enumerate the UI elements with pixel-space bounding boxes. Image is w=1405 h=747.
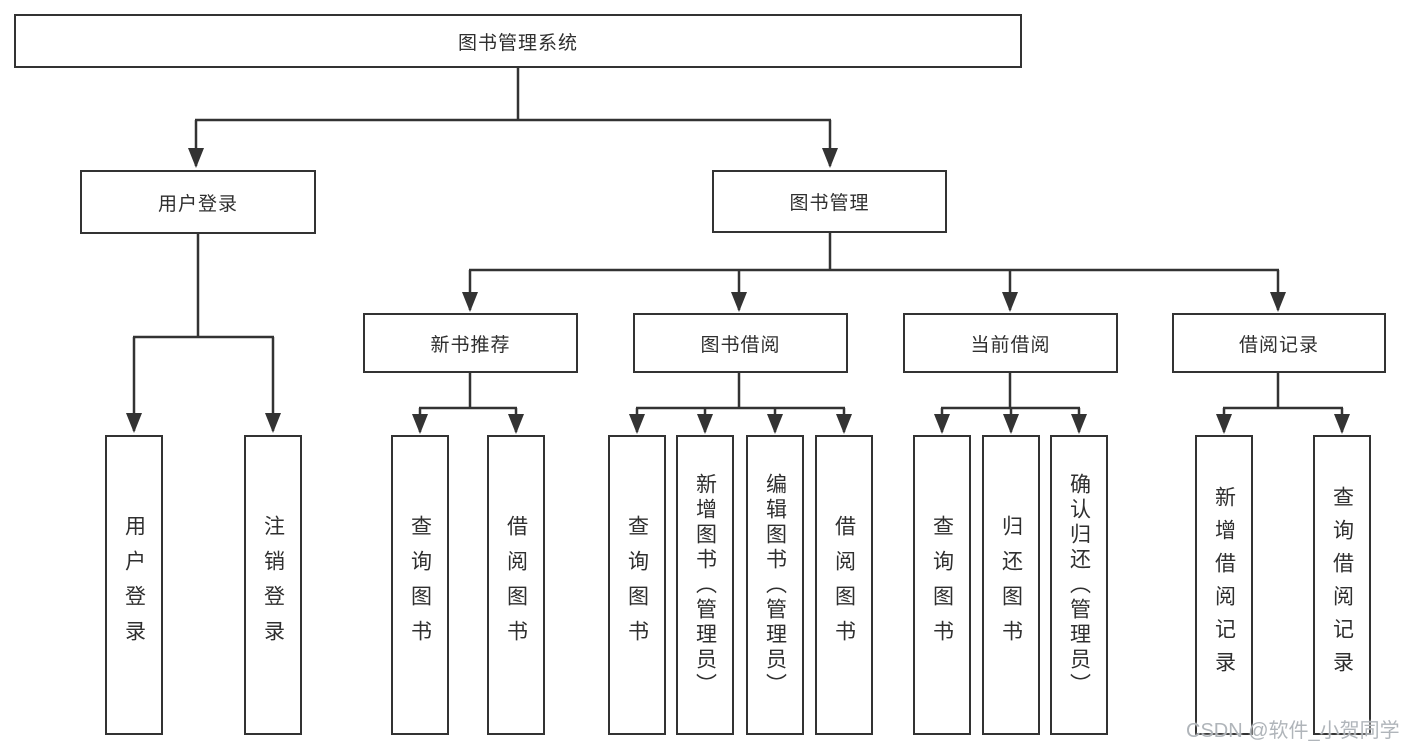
leaf-query-books-borrow-label: 查询图书 (625, 515, 649, 655)
leaf-query-books-borrow: 查询图书 (608, 435, 666, 735)
leaf-logout-login-label: 注销登录 (261, 515, 285, 655)
leaf-add-book-admin-label: 新增图书（管理员） (693, 472, 717, 698)
leaf-user-login: 用户登录 (105, 435, 163, 735)
leaf-return-book-label: 归还图书 (999, 515, 1023, 655)
watermark: CSDN @软件_小贺同学 (1186, 720, 1400, 742)
leaf-add-borrow-record-label: 新增借阅记录 (1212, 486, 1236, 684)
node-new-book-recommend: 新书推荐 (363, 313, 578, 373)
leaf-confirm-return-admin-label: 确认归还（管理员） (1067, 472, 1091, 698)
leaf-borrow-books-recommend-label: 借阅图书 (504, 515, 528, 655)
leaf-query-books-recommend: 查询图书 (391, 435, 449, 735)
node-user-login: 用户登录 (80, 170, 316, 234)
node-library-management-system: 图书管理系统 (14, 14, 1022, 68)
leaf-query-borrow-record: 查询借阅记录 (1313, 435, 1371, 735)
node-book-management: 图书管理 (712, 170, 947, 233)
leaf-edit-book-admin: 编辑图书（管理员） (746, 435, 804, 735)
leaf-user-login-label: 用户登录 (122, 515, 146, 655)
leaf-edit-book-admin-label: 编辑图书（管理员） (763, 472, 787, 698)
leaf-logout-login: 注销登录 (244, 435, 302, 735)
leaf-add-borrow-record: 新增借阅记录 (1195, 435, 1253, 735)
leaf-borrow-books-label: 借阅图书 (832, 515, 856, 655)
leaf-query-books-current-label: 查询图书 (930, 515, 954, 655)
leaf-confirm-return-admin: 确认归还（管理员） (1050, 435, 1108, 735)
leaf-return-book: 归还图书 (982, 435, 1040, 735)
leaf-query-books-current: 查询图书 (913, 435, 971, 735)
leaf-borrow-books: 借阅图书 (815, 435, 873, 735)
leaf-query-borrow-record-label: 查询借阅记录 (1330, 486, 1354, 684)
leaf-add-book-admin: 新增图书（管理员） (676, 435, 734, 735)
node-borrow-records: 借阅记录 (1172, 313, 1386, 373)
node-current-borrow: 当前借阅 (903, 313, 1118, 373)
leaf-query-books-recommend-label: 查询图书 (408, 515, 432, 655)
leaf-borrow-books-recommend: 借阅图书 (487, 435, 545, 735)
node-book-borrow: 图书借阅 (633, 313, 848, 373)
